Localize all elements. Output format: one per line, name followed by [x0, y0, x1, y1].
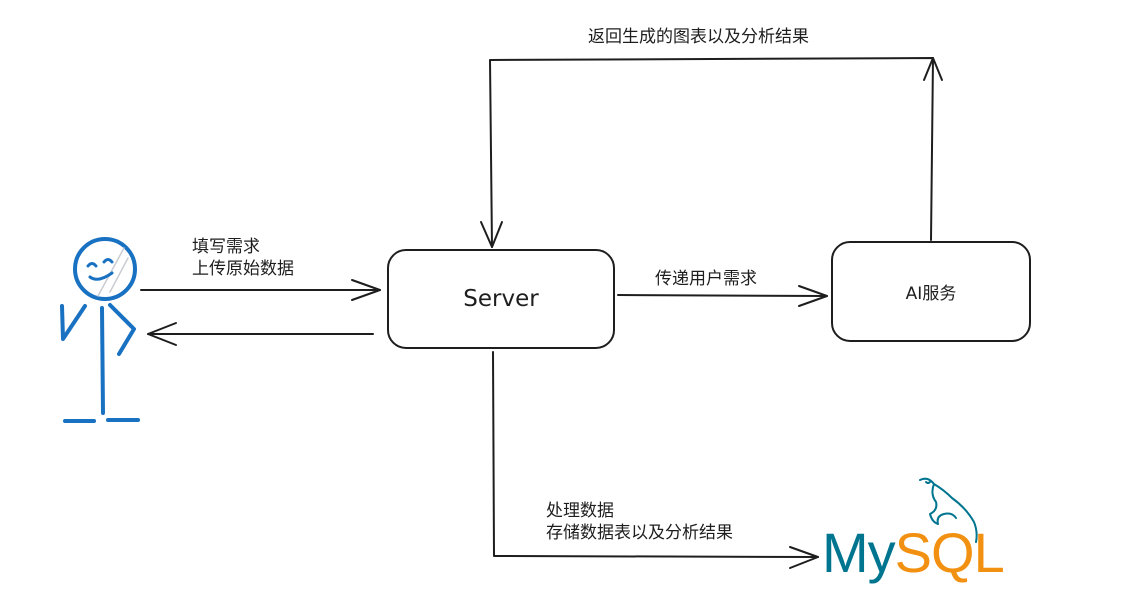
arrow-server-to-user[interactable] [147, 322, 374, 346]
label-line: 处理数据 [546, 501, 614, 521]
user-body [100, 306, 105, 415]
label-line: 填写需求 [192, 237, 260, 257]
mysql-logo-my: My [822, 521, 896, 584]
arrow-ai-to-server[interactable] [480, 57, 943, 248]
ai-service-label: AI服务 [905, 284, 957, 304]
label-user-to-server: 填写需求 上传原始数据 [192, 236, 294, 280]
user-eye-right [102, 258, 114, 264]
user-smile [88, 271, 114, 281]
label-ai-to-server: 返回生成的图表以及分析结果 [588, 26, 809, 48]
arrow-server-to-mysql[interactable] [492, 351, 819, 569]
label-line: 传递用户需求 [655, 269, 757, 289]
user-eye-left [86, 262, 98, 268]
label-server-to-ai: 传递用户需求 [655, 268, 757, 290]
user-figure[interactable] [60, 237, 140, 423]
user-left-arm [60, 304, 87, 341]
ai-service-box[interactable] [831, 241, 1031, 342]
label-line: 存储数据表以及分析结果 [546, 523, 733, 543]
label-line: 上传原始数据 [192, 259, 294, 279]
mysql-dolphin-icon [919, 477, 978, 543]
label-line: 返回生成的图表以及分析结果 [588, 27, 809, 47]
user-head [73, 237, 137, 301]
mysql-logo[interactable]: MySQL [822, 525, 1005, 581]
user-right-arm [108, 303, 136, 356]
label-server-to-mysql: 处理数据 存储数据表以及分析结果 [546, 500, 733, 544]
mysql-logo-sql: SQL [894, 521, 1005, 584]
server-box[interactable] [387, 249, 615, 349]
arrow-user-to-server[interactable] [140, 279, 381, 301]
arrow-server-to-ai[interactable] [617, 285, 828, 307]
server-label: Server [463, 286, 539, 312]
